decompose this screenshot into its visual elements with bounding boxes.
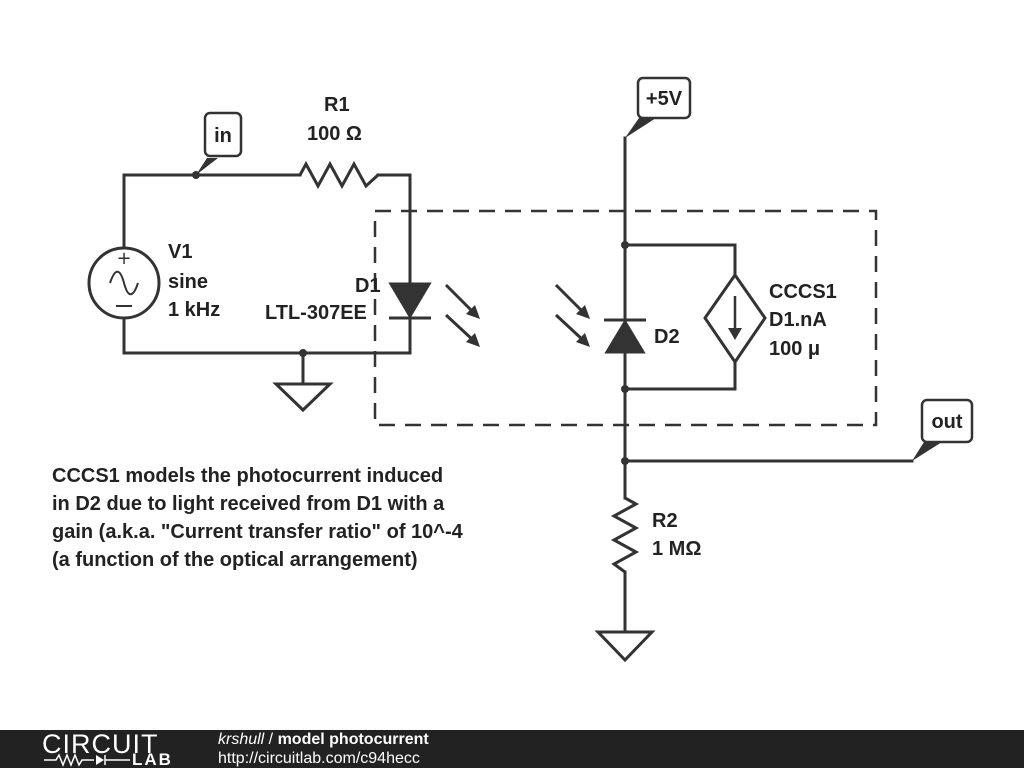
v1-name: V1 [168,241,192,263]
r2-name: R2 [652,510,678,532]
right-wires [621,136,914,634]
node-dot-top [621,241,629,249]
v1-frequency: 1 kHz [168,299,220,321]
logo-bottom-text: LAB [132,750,173,769]
light-emission-arrows [444,283,480,347]
r1-name: R1 [324,94,350,116]
circuit-url-link[interactable]: http://circuitlab.com/c94hecc [218,750,420,767]
note-line-1: CCCS1 models the photocurrent induced [52,465,443,487]
in-net-label[interactable]: in [196,111,243,175]
ground-node-dot [299,349,307,357]
vcc-net-label[interactable]: +5V [625,76,692,138]
title-separator: / [264,731,278,748]
node-dot-mid [621,385,629,393]
vcc-label-text: +5V [646,88,683,110]
note-line-3: gain (a.k.a. "Current transfer ratio" of… [52,521,464,543]
resistor-r2[interactable]: R2 1 MΩ [610,496,701,574]
footer-bar: CIRCUIT LAB krshull / model photocurrent… [0,730,1024,768]
note-line-4: (a function of the optical arrangement) [52,549,418,571]
annotation-note: CCCS1 models the photocurrent induced in… [52,465,464,571]
svg-text:+: + [116,248,131,269]
resistor-diode-icon [44,752,130,768]
circuitlab-logo[interactable]: CIRCUIT LAB [42,729,202,769]
cccs1-gain: 100 μ [769,338,820,360]
d1-part: LTL-307EE [265,302,367,324]
r1-value: 100 Ω [307,123,362,145]
resistor-r1[interactable]: R1 100 Ω [298,94,380,190]
led-d1[interactable]: D1 LTL-307EE [265,275,432,324]
logo-top-text: CIRCUIT [42,729,159,759]
voltage-source-v1[interactable]: + V1 sine 1 kHz [87,241,220,321]
light-reception-arrows [554,283,590,347]
ground-symbol-left [272,382,334,413]
circuit-title: model photocurrent [277,731,429,748]
d1-name: D1 [355,275,381,297]
ground-symbol-right [594,630,656,663]
circuit-title-line: krshull / model photocurrent [218,731,429,749]
cccs1-name: CCCS1 [769,281,837,303]
photodiode-d2[interactable]: D2 [604,318,680,354]
r2-value: 1 MΩ [652,538,701,560]
author-link[interactable]: krshull [218,731,265,748]
in-label-text: in [214,125,232,147]
cccs1-control: D1.nA [769,309,827,331]
out-net-label[interactable]: out [912,398,974,461]
schematic-canvas: in R1 100 Ω + V1 sine 1 kHz D1 LTL-307EE [52,76,974,663]
out-node-dot [621,457,629,465]
d2-name: D2 [654,326,680,348]
current-source-cccs1[interactable]: CCCS1 D1.nA 100 μ [703,272,837,365]
out-label-text: out [931,411,962,433]
v1-type: sine [168,271,208,293]
note-line-2: in D2 due to light received from D1 with… [52,493,445,515]
